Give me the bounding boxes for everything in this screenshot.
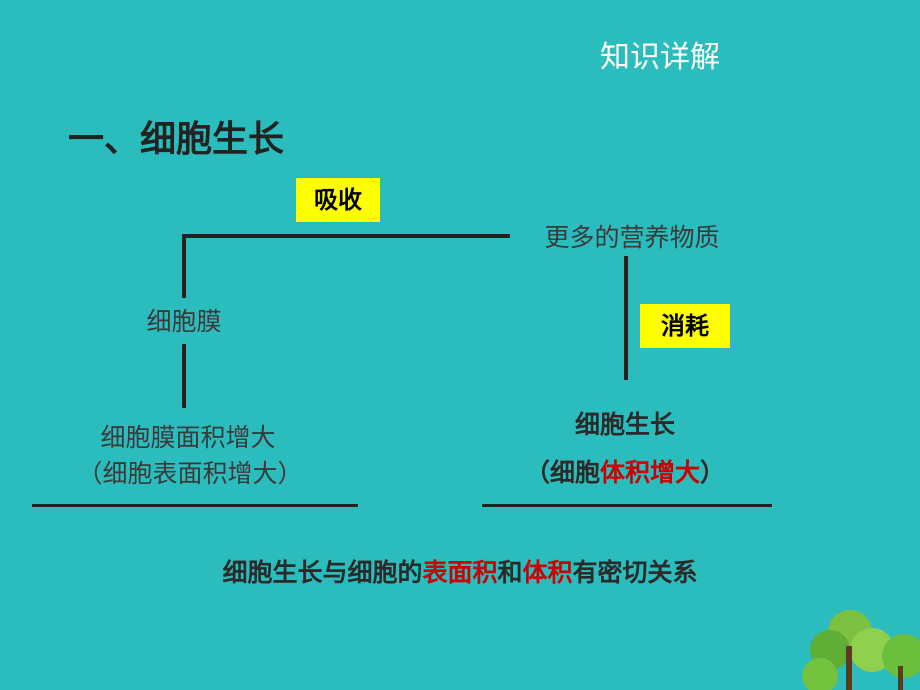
nutrients-label: 更多的营养物质 xyxy=(544,223,720,252)
membrane-area-line2: （细胞表面积增大） xyxy=(77,459,303,488)
top-connector-line xyxy=(182,234,510,238)
membrane-area-line1: 细胞膜面积增大 xyxy=(100,423,276,452)
tree-decoration-icon xyxy=(802,610,920,690)
cell-volume-label: （细胞体积增大） xyxy=(524,458,726,487)
section-header: 知识详解 xyxy=(600,40,720,75)
cell-growth-label: 细胞生长 xyxy=(574,410,675,439)
left-upper-line xyxy=(182,234,186,298)
left-lower-line xyxy=(182,344,186,408)
consume-label-box: 消耗 xyxy=(640,304,730,348)
right-base-line xyxy=(482,504,772,507)
absorb-label-box: 吸收 xyxy=(296,178,380,222)
right-vertical-line xyxy=(624,256,628,380)
cell-membrane-label: 细胞膜 xyxy=(146,307,222,336)
slide-title: 一、细胞生长 xyxy=(68,119,285,160)
left-base-line xyxy=(32,504,358,507)
conclusion-sentence: 细胞生长与细胞的表面积和体积有密切关系 xyxy=(222,558,698,587)
